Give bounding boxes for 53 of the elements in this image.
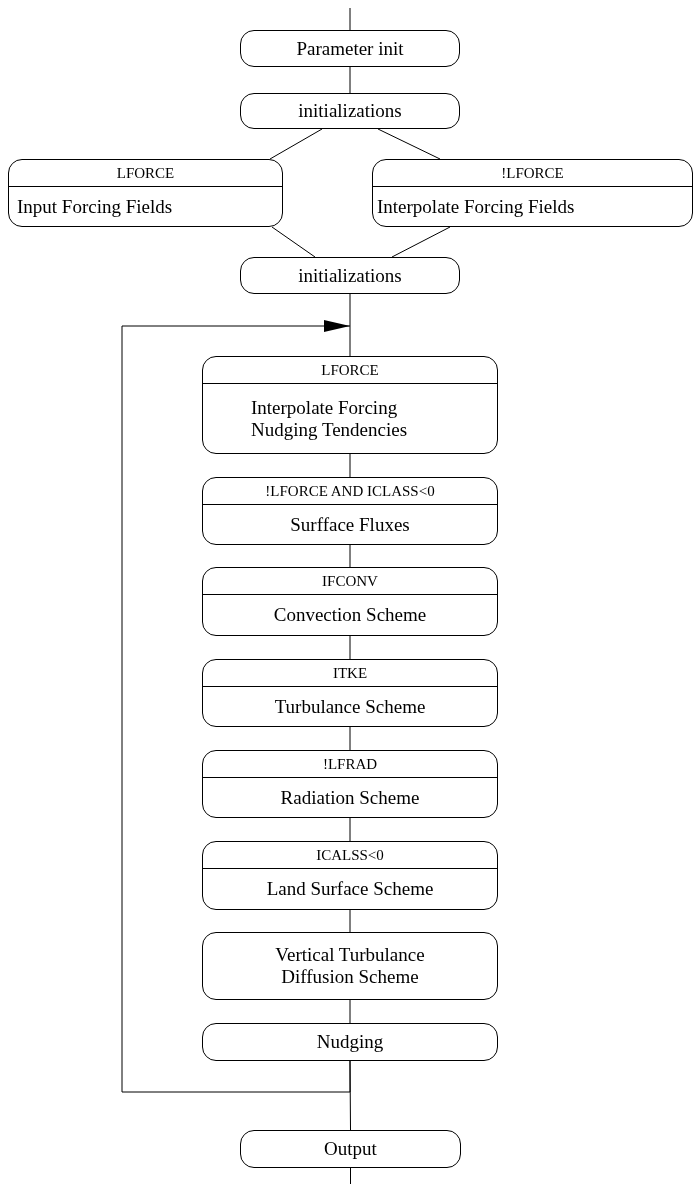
- process-label: Surfface Fluxes: [289, 513, 411, 536]
- process-label: Input Forcing Fields: [16, 195, 174, 218]
- process-box: [202, 750, 498, 818]
- process-box: [202, 1023, 498, 1061]
- connector-line: [349, 635, 351, 660]
- process-box: [372, 159, 693, 227]
- connector-line: [269, 128, 323, 160]
- process-label: Output: [323, 1138, 378, 1160]
- condition-header: !LFRAD: [203, 751, 497, 778]
- connector-line: [349, 544, 351, 568]
- process-label: Radiation Scheme: [279, 786, 421, 809]
- process-label: Convection Scheme: [272, 604, 428, 626]
- process-box: [240, 257, 460, 294]
- process-box: [202, 567, 498, 636]
- loop-arrow: [121, 320, 351, 1093]
- process-label: initializations: [297, 100, 403, 122]
- connector-line: [350, 1167, 351, 1184]
- process-box: [202, 356, 498, 454]
- process-label: Interpolate Forcing Fields: [376, 195, 576, 218]
- process-box: [8, 159, 283, 227]
- connector-line: [349, 817, 351, 842]
- condition-header: LFORCE: [9, 160, 282, 187]
- process-box: [202, 659, 498, 727]
- process-box: [202, 477, 498, 545]
- connector-line: [349, 7, 351, 31]
- connector-line: [349, 453, 351, 478]
- process-box: [240, 30, 460, 67]
- connector-line: [391, 226, 451, 258]
- connector-line: [349, 909, 351, 933]
- condition-header: IFCONV: [203, 568, 497, 595]
- condition-header: !LFORCE: [373, 160, 692, 187]
- connector-line: [271, 226, 316, 258]
- process-label: Land Surface Scheme: [265, 878, 435, 900]
- condition-header: ICALSS<0: [203, 842, 497, 869]
- process-label: Interpolate Forcing Nudging Tendencies: [250, 396, 409, 441]
- process-label: Turbulance Scheme: [273, 695, 427, 718]
- process-box: [202, 932, 498, 1000]
- process-label: initializations: [297, 264, 403, 287]
- process-box: [240, 93, 460, 129]
- connector-line: [349, 293, 351, 357]
- condition-header: !LFORCE AND ICLASS<0: [203, 478, 497, 505]
- connector-line: [349, 726, 351, 751]
- process-label: Nudging: [315, 1031, 385, 1053]
- process-label: Vertical Turbulance Diffusion Scheme: [274, 944, 426, 988]
- process-box: [240, 1130, 461, 1168]
- condition-header: LFORCE: [203, 357, 497, 384]
- connector-line: [349, 66, 351, 94]
- connector-line: [377, 128, 441, 160]
- process-label: Parameter init: [295, 37, 405, 60]
- condition-header: ITKE: [203, 660, 497, 687]
- connector-line: [349, 999, 351, 1024]
- connector-line: [349, 1060, 351, 1131]
- process-box: [202, 841, 498, 910]
